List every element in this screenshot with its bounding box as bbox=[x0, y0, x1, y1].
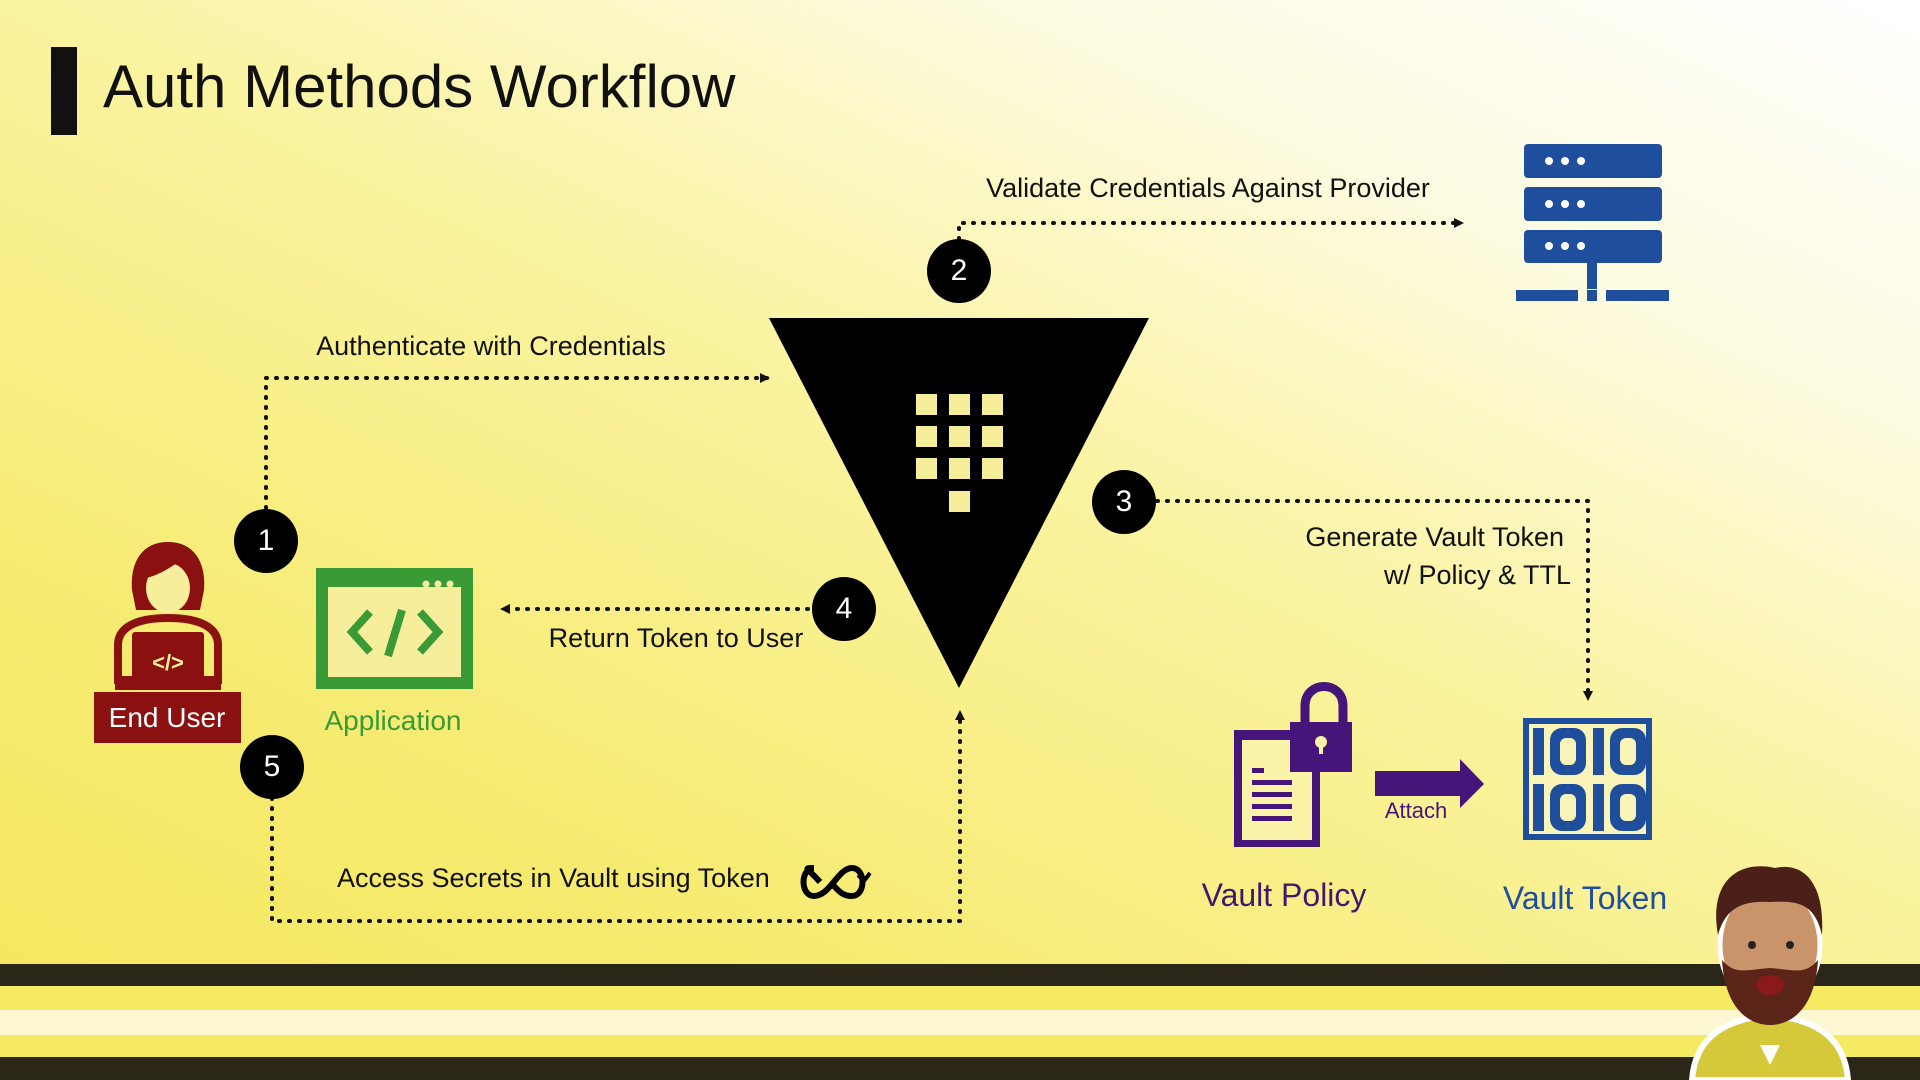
step-badge-5: 5 bbox=[263, 750, 281, 783]
vault-policy-icon bbox=[1234, 682, 1352, 847]
step-5-label: Access Secrets in Vault using Token bbox=[337, 863, 770, 893]
end-user-label: End User bbox=[108, 702, 226, 733]
attach-label: Attach bbox=[1384, 798, 1448, 823]
svg-text:</>: </> bbox=[152, 650, 184, 675]
attach-arrow-icon bbox=[1375, 759, 1484, 808]
application-label: Application bbox=[324, 705, 462, 736]
step-badge-4: 4 bbox=[835, 592, 853, 625]
connector-step-1 bbox=[264, 373, 770, 510]
step-badge-2: 2 bbox=[950, 254, 968, 287]
step-badge-3: 3 bbox=[1115, 485, 1133, 518]
page-title: Auth Methods Workflow bbox=[103, 53, 736, 120]
title-accent-bar bbox=[51, 47, 77, 135]
footer-stripes bbox=[0, 964, 1920, 1080]
step-badges bbox=[234, 239, 1156, 799]
vault-logo-icon bbox=[769, 318, 1149, 688]
infinity-renew-icon bbox=[800, 864, 872, 900]
connector-step-2 bbox=[957, 218, 1464, 241]
step-2-label: Validate Credentials Against Provider bbox=[986, 173, 1430, 203]
step-badge-1: 1 bbox=[257, 524, 275, 557]
application-icon bbox=[316, 568, 473, 689]
vault-token-icon bbox=[1523, 718, 1652, 840]
step-3-label-line-2: w/ Policy & TTL bbox=[1383, 560, 1571, 590]
vault-token-label: Vault Token bbox=[1502, 880, 1668, 916]
end-user-label-box bbox=[94, 692, 241, 743]
step-1-label: Authenticate with Credentials bbox=[316, 331, 666, 361]
connector-step-5 bbox=[270, 710, 965, 923]
vault-policy-label: Vault Policy bbox=[1201, 877, 1367, 913]
step-3-label-line-1: Generate Vault Token bbox=[1305, 522, 1564, 552]
end-user-icon: </> bbox=[114, 542, 222, 690]
connector-step-3 bbox=[1155, 499, 1593, 701]
step-4-label: Return Token to User bbox=[548, 623, 804, 653]
auth-provider-server-icon bbox=[1516, 144, 1669, 301]
presenter-avatar bbox=[1688, 866, 1852, 1080]
